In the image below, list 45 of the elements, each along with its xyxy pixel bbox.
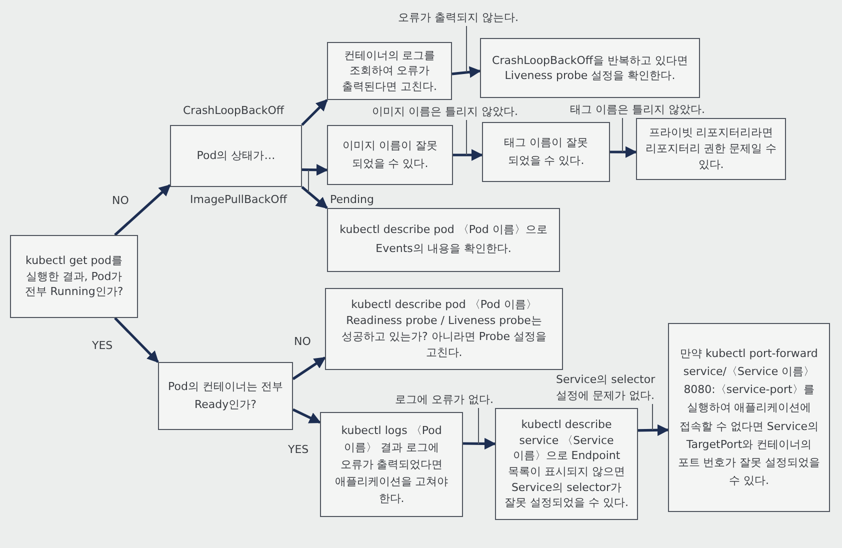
arrow [452, 66, 482, 78]
arrow [114, 317, 159, 363]
edge-label: CrashLoopBackOff [183, 103, 284, 119]
box-text: kubectl describe pod 〈Pod 이름〉으로 Events의 내용을 확인한다. [338, 222, 548, 257]
edge-label: YES [92, 338, 113, 354]
arrow [301, 186, 328, 209]
arrow [462, 438, 496, 450]
process-box [325, 288, 563, 370]
arrow [638, 424, 670, 436]
box-text: kubectl describe pod 〈Pod 이름〉 Readiness probe / Liveness probe는 성공하고 있는가? 아니라면 Probe 설정을 고친다. [340, 297, 548, 361]
box-text: 만약 kubectl port-forward service/〈Service 이름〉 8080:〈service-port〉를 실행하여 애플리케이션에 접속할 수 없다면 Service의 TargetPort와 컨테이너의 포트 번호가 잘못 설정되었을 수 있다. [676, 346, 822, 489]
process-box [327, 208, 560, 272]
box-text: kubectl get pod를 실행한 결과, Pod가 전부 Running인가? [24, 252, 124, 300]
edge-label: Pending [330, 192, 374, 208]
box-text: Pod의 컨테이너는 전부 Ready인가? [167, 379, 284, 413]
arrow [292, 408, 322, 424]
edge-label: YES [288, 442, 309, 458]
box-text: Pod의 상태가… [196, 148, 276, 164]
box-text: kubectl logs 〈Pod 이름〉 결과 로그에 오류가 출력되었다면 애플리케이션을 고쳐야 한다. [334, 422, 450, 508]
box-text: CrashLoopBackOff을 반복하고 있다면 Liveness probe 설정을 확인한다. [491, 52, 689, 84]
process-box [668, 323, 830, 512]
box-text: 컨테이너의 로그를 조회하여 오류가 출력된다면 고친다. [341, 48, 438, 94]
box-text: kubectl describe service 〈Service 이름〉으로 Endpoint 목록이 표시되지 않으면 Service의 selector가 잘못 설정되었을 수 있다. [504, 417, 630, 511]
arrow [114, 184, 171, 236]
decision-box [170, 125, 302, 187]
arrow [453, 149, 484, 161]
edge-label: NO [294, 334, 311, 350]
arrow [292, 356, 326, 380]
box-text: 태그 이름이 잘못 되었을 수 있다. [503, 135, 589, 169]
process-box [327, 42, 452, 100]
box-text: 프라이빗 리포지터리라면 리포지터리 권한 문제일 수 있다. [644, 125, 778, 173]
edge-label: ImagePullBackOff [190, 170, 309, 208]
process-box [495, 408, 638, 520]
arrow [301, 99, 328, 126]
process-box [320, 412, 463, 517]
arrow [610, 146, 638, 158]
process-box [482, 122, 610, 182]
decision-box [10, 235, 138, 318]
box-text: 이미지 이름이 잘못 되었을 수 있다. [342, 138, 438, 172]
decision-box [158, 362, 293, 430]
process-box [327, 125, 453, 185]
edge-label: NO [112, 193, 129, 209]
process-box [480, 38, 700, 98]
process-box [636, 118, 786, 180]
arrow [302, 164, 328, 176]
